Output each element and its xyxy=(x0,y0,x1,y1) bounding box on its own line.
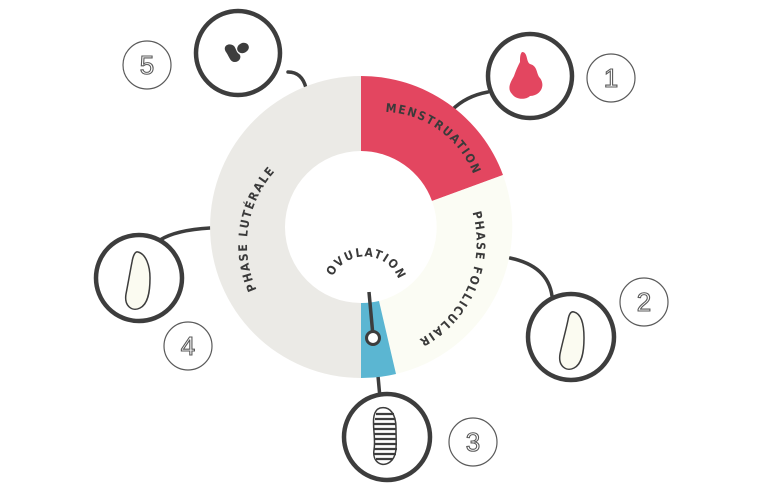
number-5: 5 xyxy=(140,50,154,80)
stage-3 xyxy=(341,391,433,483)
number-2: 2 xyxy=(637,287,651,317)
mucus-drop-icon xyxy=(124,251,151,310)
number-badge-2 xyxy=(619,277,669,327)
segment-follicular xyxy=(379,175,513,374)
number-3: 3 xyxy=(466,427,480,457)
mucus-drop-icon xyxy=(558,311,585,370)
number-4: 4 xyxy=(181,331,195,361)
stage-1 xyxy=(485,31,575,121)
label-ovulation: OVULATION xyxy=(323,245,409,282)
stage-5 xyxy=(193,8,283,98)
clump-icon xyxy=(224,42,249,62)
connector-2 xyxy=(508,256,554,298)
segment-luteal-body xyxy=(210,76,361,378)
connector-1 xyxy=(450,90,490,112)
stage-2 xyxy=(525,291,617,383)
segment-menstruations xyxy=(361,75,503,201)
striped-mucus-icon xyxy=(372,406,397,466)
blood-drop-icon xyxy=(509,52,543,99)
number-badge-4 xyxy=(163,321,213,371)
connector-5 xyxy=(286,70,308,90)
ovulation-pointer xyxy=(365,291,381,346)
stage-4 xyxy=(93,232,185,324)
number-badge-5 xyxy=(122,40,172,90)
number-badge-1 xyxy=(586,53,636,103)
number-badge-3 xyxy=(448,417,498,467)
connector-4 xyxy=(158,226,212,242)
number-1: 1 xyxy=(604,63,618,93)
